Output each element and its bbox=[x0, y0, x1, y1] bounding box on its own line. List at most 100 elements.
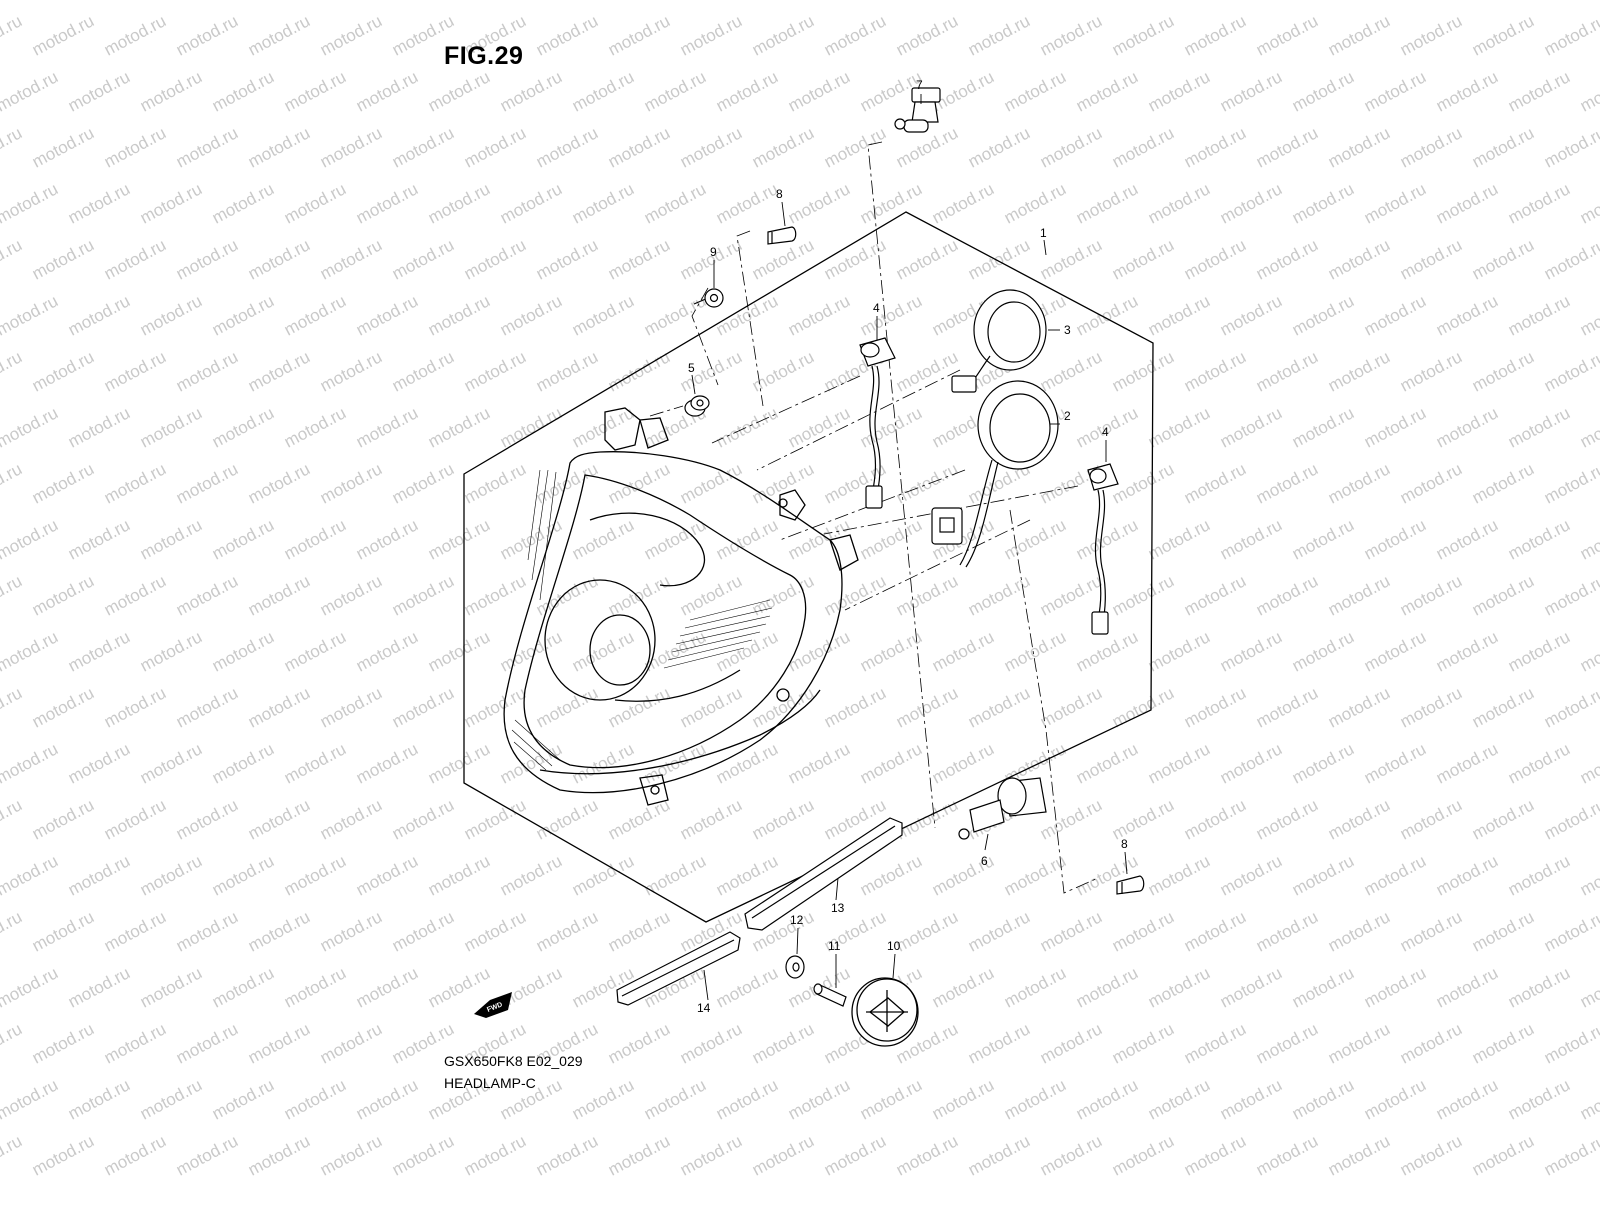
model-code: GSX650FK8 E02_029 bbox=[444, 1053, 583, 1069]
watermark-text: motod.ru bbox=[101, 347, 169, 395]
watermark-text: motod.ru bbox=[281, 963, 349, 1011]
watermark-text: motod.ru bbox=[317, 1019, 385, 1067]
watermark-text: motod.ru bbox=[1145, 515, 1213, 563]
watermark-text: motod.ru bbox=[1037, 1019, 1105, 1067]
watermark-text: motod.ru bbox=[1361, 851, 1429, 899]
watermark-text: motod.ru bbox=[641, 67, 709, 115]
watermark-text: motod.ru bbox=[713, 0, 781, 4]
watermark-text: motod.ru bbox=[1469, 347, 1537, 395]
watermark-text: motod.ru bbox=[965, 235, 1033, 283]
watermark-text: motod.ru bbox=[29, 123, 97, 171]
watermark-text: motod.ru bbox=[173, 459, 241, 507]
watermark-text: motod.ru bbox=[1505, 627, 1573, 675]
watermark-text: motod.ru bbox=[0, 515, 61, 563]
watermark-text: motod.ru bbox=[389, 683, 457, 731]
callout-numbers: 1 2 3 4 4 5 6 7 8 8 9 10 11 12 13 14 bbox=[688, 78, 1128, 1015]
watermark-text: motod.ru bbox=[1217, 403, 1285, 451]
watermark-text: motod.ru bbox=[1433, 403, 1501, 451]
watermark-text: motod.ru bbox=[173, 347, 241, 395]
watermark-text: motod.ru bbox=[893, 907, 961, 955]
watermark-text: motod.ru bbox=[1037, 11, 1105, 59]
watermark-text: motod.ru bbox=[1001, 67, 1069, 115]
watermark-text: motod.ru bbox=[1469, 123, 1537, 171]
watermark-text: motod.ru bbox=[137, 1075, 205, 1123]
watermark-text: motod.ru bbox=[1289, 515, 1357, 563]
watermark-text: motod.ru bbox=[1253, 235, 1321, 283]
watermark-text: motod.ru bbox=[533, 907, 601, 955]
watermark-text: motod.ru bbox=[29, 347, 97, 395]
watermark-text: motod.ru bbox=[1289, 179, 1357, 227]
part-8-small-bulb-lower bbox=[1116, 875, 1145, 895]
watermark-text: motod.ru bbox=[101, 1131, 169, 1179]
callout-4-left: 4 bbox=[873, 301, 880, 315]
watermark-text: motod.ru bbox=[1001, 0, 1069, 4]
watermark-text: motod.ru bbox=[1217, 0, 1285, 4]
watermark-text: motod.ru bbox=[425, 963, 493, 1011]
watermark-text: motod.ru bbox=[1577, 851, 1600, 899]
watermark-text: motod.ru bbox=[0, 67, 61, 115]
watermark-text: motod.ru bbox=[1577, 963, 1600, 1011]
watermark-text: motod.ru bbox=[317, 235, 385, 283]
callout-14: 14 bbox=[697, 1001, 711, 1015]
watermark-text: motod.ru bbox=[209, 291, 277, 339]
watermark-text: motod.ru bbox=[425, 515, 493, 563]
watermark-text: motod.ru bbox=[29, 907, 97, 955]
watermark-text: motod.ru bbox=[245, 683, 313, 731]
watermark-text: motod.ru bbox=[101, 1019, 169, 1067]
watermark-text: motod.ru bbox=[821, 11, 889, 59]
watermark-text: motod.ru bbox=[353, 739, 421, 787]
watermark-text: motod.ru bbox=[1109, 459, 1177, 507]
watermark-text: motod.ru bbox=[245, 907, 313, 955]
part-5-grommet bbox=[684, 395, 710, 417]
watermark-text: motod.ru bbox=[893, 235, 961, 283]
watermark-text: motod.ru bbox=[65, 851, 133, 899]
watermark-text: motod.ru bbox=[641, 291, 709, 339]
watermark-text: motod.ru bbox=[353, 515, 421, 563]
watermark-text: motod.ru bbox=[929, 963, 997, 1011]
watermark-text: motod.ru bbox=[605, 571, 673, 619]
watermark-text: motod.ru bbox=[1433, 739, 1501, 787]
watermark-text: motod.ru bbox=[1577, 291, 1600, 339]
watermark-text: motod.ru bbox=[1577, 67, 1600, 115]
watermark-text: motod.ru bbox=[1433, 627, 1501, 675]
watermark-text: motod.ru bbox=[425, 0, 493, 4]
watermark-text: motod.ru bbox=[785, 1075, 853, 1123]
callout-13: 13 bbox=[831, 901, 845, 915]
watermark-text: motod.ru bbox=[245, 123, 313, 171]
part-6-bulb bbox=[958, 777, 1047, 840]
watermark-text: motod.ru bbox=[1325, 683, 1393, 731]
watermark-text: motod.ru bbox=[1073, 627, 1141, 675]
watermark-text: motod.ru bbox=[461, 347, 529, 395]
watermark-text: motod.ru bbox=[425, 739, 493, 787]
watermark-text: motod.ru bbox=[209, 851, 277, 899]
watermark-text: motod.ru bbox=[1469, 459, 1537, 507]
watermark-text: motod.ru bbox=[1073, 67, 1141, 115]
watermark-text: motod.ru bbox=[533, 571, 601, 619]
watermark-text: motod.ru bbox=[281, 739, 349, 787]
watermark-text: motod.ru bbox=[425, 67, 493, 115]
watermark-text: motod.ru bbox=[1577, 179, 1600, 227]
watermark-text: motod.ru bbox=[713, 1075, 781, 1123]
watermark-text: motod.ru bbox=[785, 67, 853, 115]
watermark-text: motod.ru bbox=[1433, 963, 1501, 1011]
watermark-text: motod.ru bbox=[0, 179, 61, 227]
watermark-text: motod.ru bbox=[857, 0, 925, 4]
watermark-text: motod.ru bbox=[461, 123, 529, 171]
watermark-text: motod.ru bbox=[965, 123, 1033, 171]
watermark-text: motod.ru bbox=[1001, 627, 1069, 675]
watermark-text: motod.ru bbox=[317, 907, 385, 955]
watermark-text: motod.ru bbox=[1541, 1019, 1600, 1067]
watermark-text: motod.ru bbox=[1505, 179, 1573, 227]
watermark-text: motod.ru bbox=[1433, 0, 1501, 4]
watermark-text: motod.ru bbox=[677, 571, 745, 619]
watermark-text: motod.ru bbox=[101, 795, 169, 843]
watermark-text: motod.ru bbox=[281, 627, 349, 675]
watermark-text: motod.ru bbox=[605, 1131, 673, 1179]
watermark-text: motod.ru bbox=[353, 963, 421, 1011]
watermark-text: motod.ru bbox=[605, 235, 673, 283]
watermark-text: motod.ru bbox=[497, 627, 565, 675]
watermark-text: motod.ru bbox=[1505, 67, 1573, 115]
watermark-text: motod.ru bbox=[857, 291, 925, 339]
watermark-text: motod.ru bbox=[569, 67, 637, 115]
watermark-text: motod.ru bbox=[209, 179, 277, 227]
